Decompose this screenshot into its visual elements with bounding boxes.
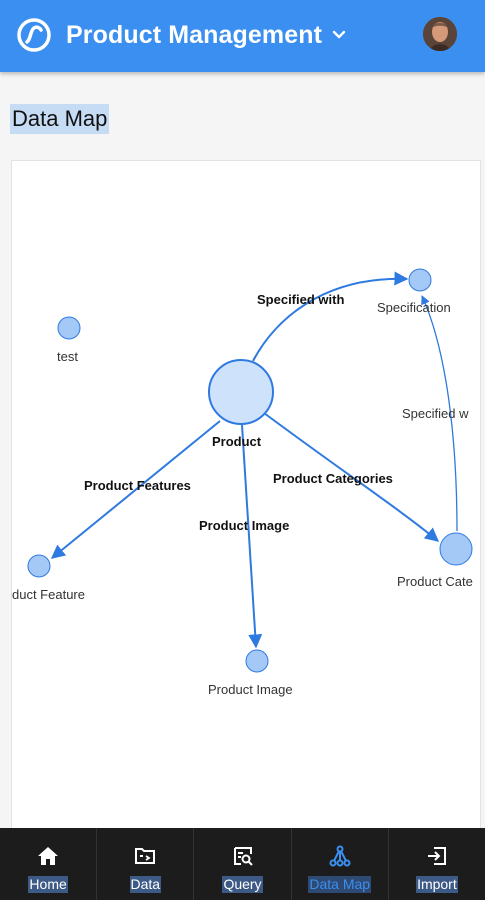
node-label-product-image: Product Image (208, 682, 293, 697)
edge-label-specified-with: Specified with (257, 292, 344, 307)
node-product-image[interactable] (245, 649, 269, 673)
chevron-down-icon (332, 30, 346, 39)
nav-data-map[interactable]: Data Map (292, 828, 389, 900)
data-map-icon (329, 845, 351, 867)
nav-import[interactable]: Import (389, 828, 485, 900)
data-map-canvas[interactable]: Specified with Specified w Product Featu… (11, 160, 481, 842)
node-label-product: Product (212, 434, 262, 449)
app-header: Product Management (0, 0, 485, 72)
app-switcher[interactable]: Product Management (66, 18, 348, 52)
bottom-nav: Home Data Query Data Map (0, 828, 485, 900)
home-icon (38, 847, 59, 865)
nav-label-import: Import (416, 876, 458, 893)
import-icon (427, 847, 446, 865)
user-avatar[interactable] (423, 17, 457, 51)
app-title: Product Management (66, 20, 322, 49)
node-test[interactable] (57, 316, 81, 340)
edge-label-specified-with-2: Specified w (402, 406, 469, 421)
nav-query[interactable]: Query (194, 828, 292, 900)
query-icon (233, 847, 253, 866)
edge-specified-with-2[interactable] (421, 295, 458, 532)
node-label-product-categories: Product Cate (397, 574, 473, 589)
node-product[interactable] (208, 359, 274, 425)
node-specification[interactable] (408, 268, 432, 292)
edge-product-image[interactable] (241, 424, 263, 649)
data-folder-icon (135, 848, 156, 864)
nav-label-query: Query (222, 876, 263, 893)
edge-specified-with[interactable] (252, 271, 409, 362)
edge-label-product-categories: Product Categories (273, 471, 393, 486)
nav-label-data: Data (129, 876, 162, 893)
nav-label-home: Home (28, 876, 68, 893)
edge-label-product-features: Product Features (84, 478, 191, 493)
nav-label-data-map: Data Map (308, 876, 372, 893)
page-title: Data Map (10, 104, 110, 134)
edge-label-product-image: Product Image (199, 518, 289, 533)
edge-product-categories[interactable] (263, 412, 440, 542)
node-label-test: test (57, 349, 78, 364)
app-logo-icon[interactable] (16, 17, 52, 53)
node-label-product-feature: duct Feature (12, 587, 85, 602)
node-product-feature[interactable] (27, 554, 51, 578)
nav-home[interactable]: Home (0, 828, 98, 900)
node-label-specification: Specification (377, 300, 451, 315)
nav-data[interactable]: Data (97, 828, 195, 900)
edge-product-features[interactable] (50, 420, 221, 559)
node-product-categories[interactable] (439, 532, 473, 566)
